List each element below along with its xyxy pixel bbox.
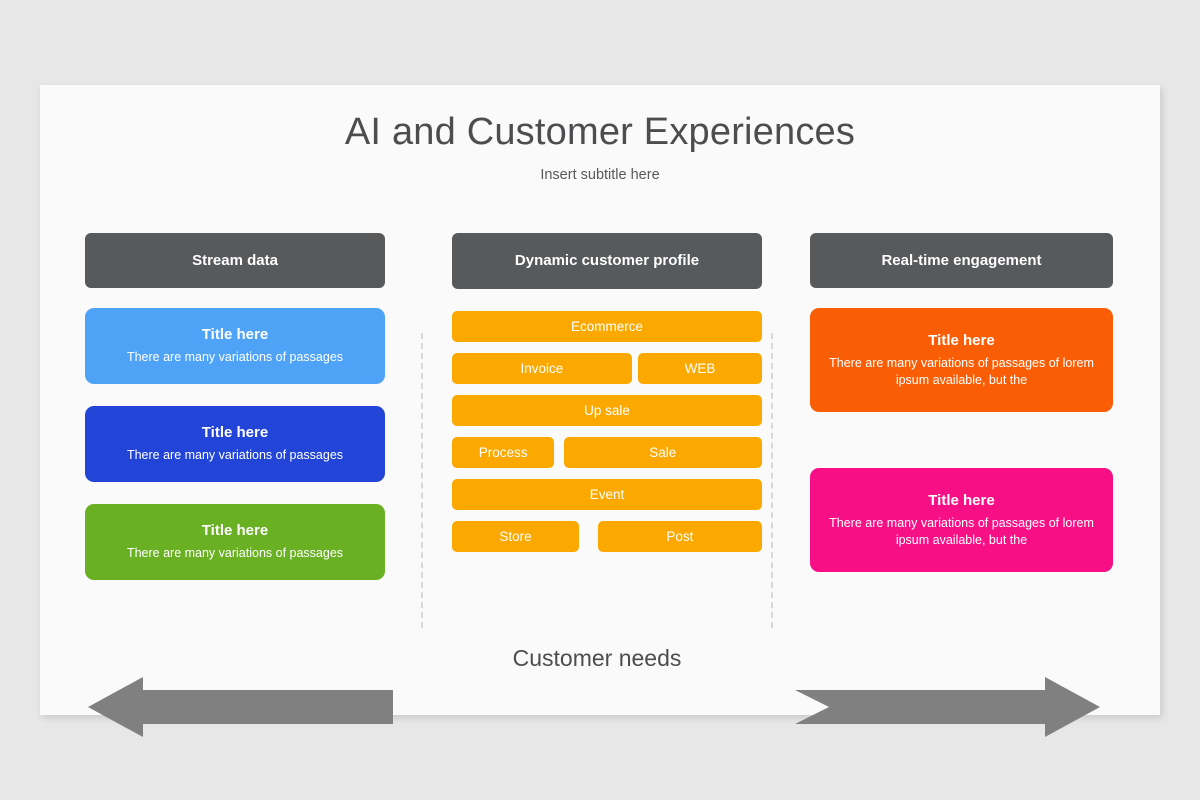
- tag-row: Store Post: [452, 521, 762, 552]
- tag-sale[interactable]: Sale: [563, 437, 762, 468]
- tag-post[interactable]: Post: [597, 521, 762, 552]
- arrow-right-icon: [795, 677, 1100, 742]
- column-header-real-time-engagement: Real-time engagement: [810, 233, 1113, 288]
- tag-process[interactable]: Process: [452, 437, 555, 468]
- card-body: There are many variations of passages: [126, 448, 344, 462]
- card-body: There are many variations of passages: [126, 350, 344, 364]
- tag-ecommerce[interactable]: Ecommerce: [452, 311, 762, 342]
- card-body: There are many variations of passages of…: [829, 515, 1094, 547]
- tag-row: Process Sale: [452, 437, 762, 468]
- card-title: Title here: [928, 491, 995, 509]
- tag-invoice[interactable]: Invoice: [452, 353, 632, 384]
- card-title: Title here: [201, 326, 269, 343]
- card-title: Title here: [201, 424, 269, 441]
- tag-row: Event: [452, 479, 762, 510]
- column-header-dynamic-profile: Dynamic customer profile: [452, 233, 762, 289]
- divider-left: [421, 333, 423, 628]
- slide-canvas: AI and Customer Experiences Insert subti…: [40, 85, 1160, 737]
- tag-row: Up sale: [452, 395, 762, 426]
- page-subtitle: Insert subtitle here: [540, 167, 660, 183]
- card-body: There are many variations of passages of…: [829, 355, 1094, 387]
- tag-row: Ecommerce: [452, 311, 762, 342]
- tag-web[interactable]: WEB: [637, 353, 762, 384]
- page-title: AI and Customer Experiences: [344, 111, 856, 153]
- card-title: Title here: [928, 331, 995, 349]
- divider-right: [771, 333, 773, 628]
- customer-needs-label: Customer needs: [512, 645, 682, 671]
- tag-event[interactable]: Event: [452, 479, 762, 510]
- card-body: There are many variations of passages: [126, 546, 344, 560]
- card-title: Title here: [201, 522, 269, 539]
- tag-up-sale[interactable]: Up sale: [452, 395, 762, 426]
- column-header-stream-data: Stream data: [85, 233, 385, 288]
- arrow-left-icon: [88, 677, 393, 742]
- tag-store[interactable]: Store: [452, 521, 580, 552]
